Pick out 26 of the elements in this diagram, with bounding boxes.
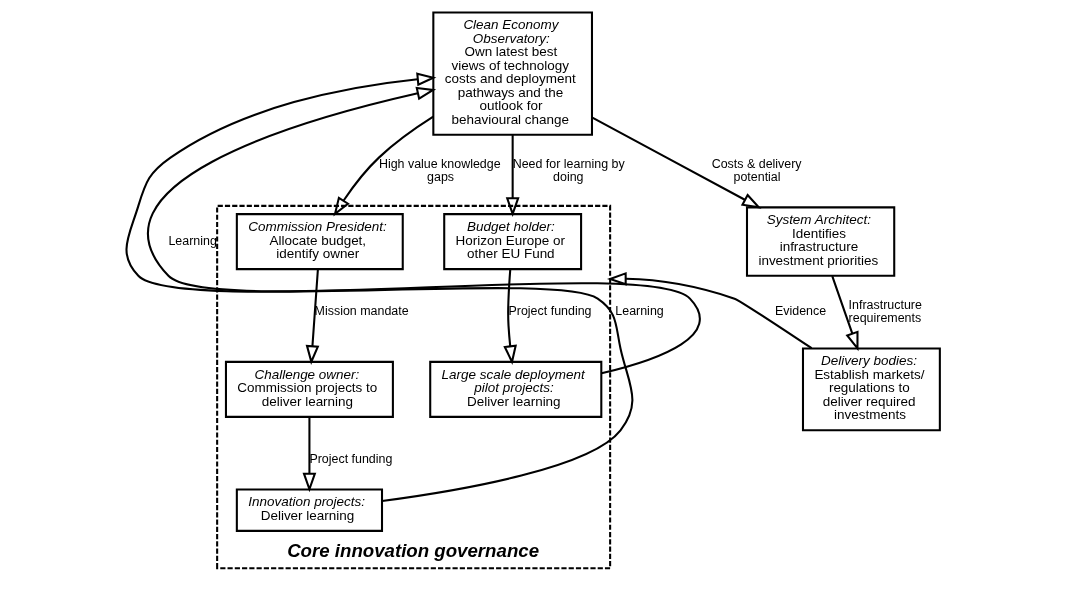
arrow	[147, 86, 701, 375]
node-box: Delivery bodies: Establish markets/regulations to deliver required investments	[801, 347, 941, 432]
arrow	[125, 72, 634, 502]
arrow	[305, 269, 320, 365]
edge-label: Project funding	[309, 452, 393, 467]
node-box: System Architect: Identifies infrastructure investment priorities	[745, 206, 896, 277]
arrow	[333, 115, 434, 217]
edge-label: Project funding	[508, 304, 592, 319]
node-box: Large scale deployment pilot projects: Deliver learning	[429, 360, 603, 418]
node-box: Challenge owner: Commission projects to deliver learning	[224, 360, 394, 418]
node-box: Clean Economy Observatory: Own latest best views of technology costs and deployment pathways and the outlook for behavioural change	[432, 11, 593, 136]
edge-label: Learning	[168, 233, 217, 248]
edge-label: Costs & delivery potential	[711, 156, 802, 185]
edge-label: Infrastructure requirements	[848, 297, 922, 326]
node-box: Commission President: Allocate budget, identify owner	[235, 213, 404, 271]
edge-label: Evidence	[774, 304, 827, 319]
arrow	[591, 116, 762, 209]
arrow	[607, 271, 813, 350]
arrow	[302, 417, 317, 493]
edge-label: High value knowledge gaps	[378, 156, 501, 185]
node-box: Innovation projects: Deliver learning	[235, 488, 384, 532]
edge-label: Learning	[615, 304, 664, 319]
arrow	[831, 275, 859, 352]
node-box: Budget holder: Horizon Europe or other EU Fund	[443, 213, 583, 271]
arrow	[503, 269, 517, 365]
arrow	[505, 135, 520, 217]
